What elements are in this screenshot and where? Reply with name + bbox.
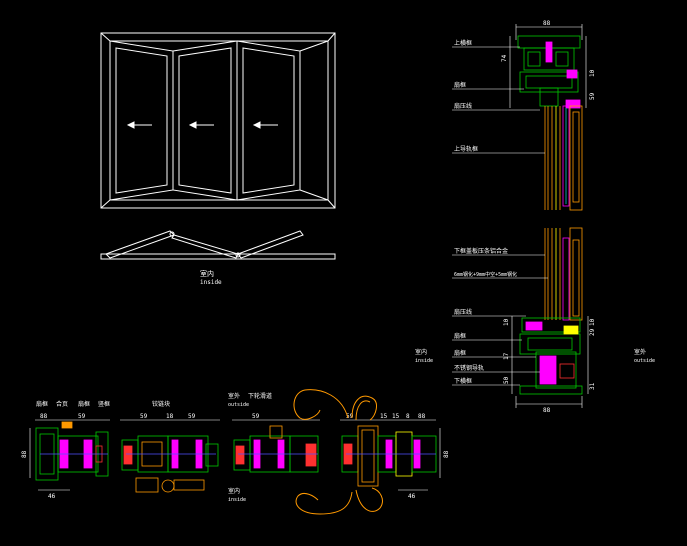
hsec-dim-side-right: 88 [443, 450, 450, 458]
hsec-dim-5: 59 [252, 413, 260, 420]
vertical-dim-bottom-2: 29 [589, 328, 596, 336]
vertical-dim-74: 74 [501, 54, 508, 62]
callout-top-1: 扇框 [454, 81, 466, 89]
hsec-dim-side-left: 88 [21, 450, 28, 458]
hsec-inside-cn: 室内 [228, 487, 240, 495]
vertical-outside-cn: 室外 [634, 348, 646, 356]
elevation-label-en: inside [200, 279, 222, 286]
vertical-sill-profile [519, 317, 583, 395]
hsec-inside-en: inside [228, 497, 246, 503]
hsec-outside-en: outside [228, 402, 249, 408]
vertical-inside-en: inside [415, 358, 433, 364]
vertical-dim-bottom-0: 10 [589, 318, 596, 326]
callout-bottom-6: 下横框 [454, 377, 472, 385]
hsec-dim-bottom-right: 46 [408, 493, 416, 500]
opening-direction-arrows [126, 121, 278, 129]
callout-bottom-0: 下框盖板压条铝合金 [454, 247, 508, 255]
callout-bottom-2: 扇压线 [454, 308, 472, 316]
vertical-dim-59: 59 [589, 92, 596, 100]
vertical-dim-top-width: 88 [543, 20, 551, 27]
callout-bottom-1: 6mm钢化+9mm中空+5mm钢化 [454, 271, 517, 278]
callout-bottom-5: 不锈钢导轨 [454, 364, 484, 372]
vertical-top-leaders [452, 46, 545, 154]
vertical-glass-column [544, 105, 583, 211]
callout-top-0: 上横框 [454, 39, 472, 47]
vertical-dim-bottom-3: 17 [503, 352, 510, 360]
hsec-dim-10: 88 [418, 413, 426, 420]
hsec-label-3: 竖框 [98, 400, 110, 408]
hsec-dim-8: 15 [392, 413, 400, 420]
callout-top-2: 扇压线 [454, 102, 472, 110]
hsec-dim-1: 59 [78, 413, 86, 420]
hsec-dim-7: 15 [380, 413, 388, 420]
hsec-dimension-line [29, 419, 441, 491]
vertical-dim-bottom-1: 10 [503, 318, 510, 326]
elevation-inner-frame [109, 40, 329, 201]
vertical-top-dimension-lines [509, 24, 587, 108]
hsec-outside-cn: 室外 [228, 392, 240, 400]
elevation-view [100, 32, 336, 260]
hsec-dim-3: 18 [166, 413, 174, 420]
vertical-dim-10: 10 [589, 69, 596, 77]
vertical-section: 88 74 10 59 [415, 20, 655, 414]
horizontal-sections: 扇框 合页 扇框 竖框 铰链块 室外 outside 下轮滑道 室内 insid… [21, 389, 450, 515]
hsec-dim-4: 59 [188, 413, 196, 420]
vertical-inside-cn: 室内 [415, 348, 427, 356]
folding-leaf-3 [236, 40, 329, 201]
elevation-label-cn: 室内 [200, 269, 214, 278]
hsec-label-0: 扇框 [36, 400, 48, 408]
callout-top-3: 上导轨框 [454, 145, 478, 153]
hsec-label-4: 铰链块 [152, 400, 170, 408]
hsec-profile-d [341, 425, 437, 487]
vertical-dim-bottom-width: 88 [543, 407, 551, 414]
hsec-profile-b [121, 435, 219, 493]
vertical-outside-en: outside [634, 358, 655, 364]
vertical-dim-bottom-4: 50 [503, 376, 510, 384]
folding-leaf-2 [172, 40, 238, 201]
hsec-dim-2: 59 [140, 413, 148, 420]
hsec-dim-9: 8 [406, 413, 410, 420]
hsec-profile-c [233, 425, 319, 473]
hsec-label-1: 合页 [56, 400, 68, 408]
hsec-dim-0: 88 [40, 413, 48, 420]
vertical-glass-column-lower [544, 227, 583, 321]
callout-bottom-4: 扇框 [454, 349, 466, 357]
door-handle-outline [293, 389, 383, 515]
vertical-bottom-dimension-lines [511, 316, 589, 408]
hsec-lock-label: 下轮滑道 [248, 392, 272, 400]
vertical-head-profile [517, 35, 581, 109]
vertical-bottom-leaders [452, 254, 548, 386]
hsec-label-2: 扇框 [78, 400, 90, 408]
folding-leaf-1 [109, 40, 174, 201]
hsec-dim-6: 59 [346, 413, 354, 420]
folding-plan-diagram [100, 230, 336, 260]
hsec-dim-bottom-left: 46 [48, 493, 56, 500]
elevation-outer-frame [100, 32, 336, 209]
hsec-profile-a [35, 421, 109, 481]
vertical-dim-bottom-5: 31 [589, 382, 596, 390]
callout-bottom-3: 扇框 [454, 332, 466, 340]
